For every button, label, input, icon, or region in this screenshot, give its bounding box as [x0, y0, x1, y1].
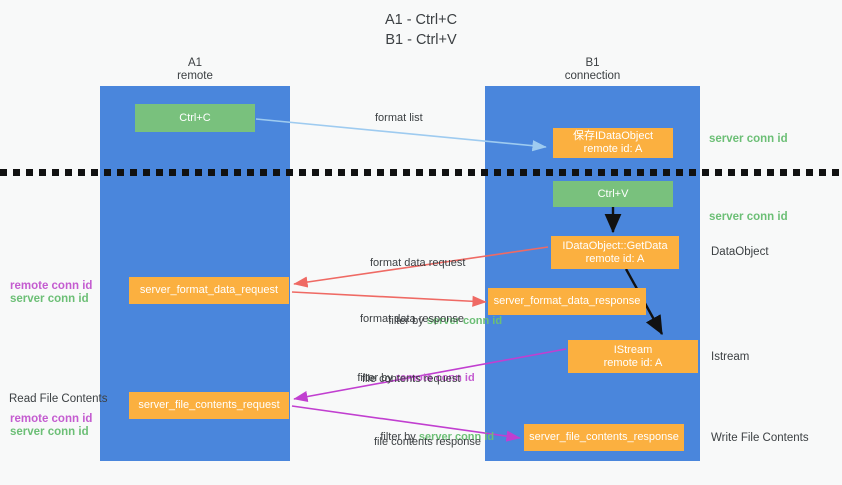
- edge-file-contents-response: [291, 405, 521, 442]
- node-istream[interactable]: IStream remote id: A: [568, 340, 698, 373]
- node-idataobject-getdata[interactable]: IDataObject::GetData remote id: A: [551, 236, 679, 269]
- node-server-file-contents-request[interactable]: server_file_contents_request: [129, 392, 289, 419]
- edge-label-format-data-response: format data response filter by remote co…: [357, 284, 474, 427]
- edge-format-data-request: [293, 246, 549, 288]
- page-title: A1 - Ctrl+C B1 - Ctrl+V: [384, 12, 458, 48]
- left-label-remote-conn-id-top: remote conn id: [10, 280, 93, 292]
- edge-label-format-data-request-text: format data request: [370, 257, 466, 269]
- divider-dashed-line: [0, 169, 842, 176]
- node-ctrl-c[interactable]: Ctrl+C: [135, 104, 255, 132]
- right-label-server-conn-id-top: server conn id: [709, 133, 788, 145]
- filter-value-server-conn-id: server conn id: [426, 315, 503, 327]
- edge-label-format-data-request-filter: filter by server conn id: [370, 300, 502, 342]
- filter-prefix: filter by: [357, 372, 396, 384]
- edge-label-file-contents-request: file contents request filter by server c…: [362, 344, 494, 485]
- right-label-istream: Istream: [711, 351, 750, 363]
- filter-value-remote-conn-id: remote conn id: [395, 372, 475, 384]
- node-server-file-contents-response[interactable]: server_file_contents_response: [524, 424, 684, 451]
- edge-label-file-contents-request-text: file contents request: [362, 373, 461, 385]
- node-server-format-data-response[interactable]: server_format_data_response: [488, 288, 646, 315]
- left-label-read-file-contents: Read File Contents: [9, 393, 108, 405]
- right-label-write-file-contents: Write File Contents: [711, 432, 809, 444]
- right-label-dataobject: DataObject: [711, 246, 769, 258]
- edge-label-file-contents-response-text: file contents response: [374, 436, 482, 448]
- filter-prefix: filter by: [380, 431, 419, 443]
- edge-label-file-contents-response: file contents response filter by remote …: [374, 407, 483, 485]
- edge-label-format-list: format list: [375, 112, 423, 124]
- node-ctrl-v[interactable]: Ctrl+V: [553, 181, 673, 207]
- left-label-remote-conn-id-bottom: remote conn id: [10, 413, 93, 425]
- column-header-a1: A1 remote: [177, 57, 213, 82]
- node-save-idataobject[interactable]: 保存IDataObject remote id: A: [553, 128, 673, 158]
- edge-label-format-data-response-filter: filter by remote conn id: [339, 357, 475, 399]
- filter-prefix: filter by: [388, 315, 427, 327]
- edge-label-format-data-request: format data request filter by server con…: [370, 228, 502, 370]
- edge-file-contents-request: [293, 348, 567, 403]
- left-label-server-conn-id-bottom: server conn id: [10, 426, 89, 438]
- filter-value-server-conn-id: server conn id: [418, 431, 495, 443]
- edge-label-format-data-response-text: format data response: [360, 313, 464, 325]
- edge-label-file-contents-request-filter: filter by server conn id: [362, 416, 494, 458]
- column-header-b1: B1 connection: [564, 57, 621, 82]
- left-label-server-conn-id-top: server conn id: [10, 293, 89, 305]
- edge-format-list: [255, 118, 547, 152]
- edge-format-data-response: [291, 291, 487, 307]
- right-label-server-conn-id-mid: server conn id: [709, 211, 788, 223]
- node-server-format-data-request[interactable]: server_format_data_request: [129, 277, 289, 304]
